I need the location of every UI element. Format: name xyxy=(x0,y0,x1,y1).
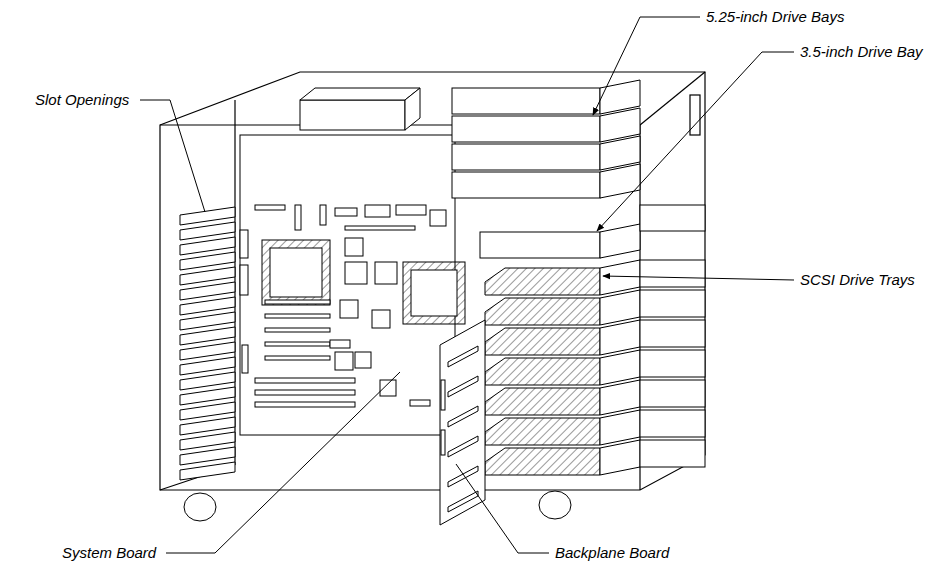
scsi-drive-trays xyxy=(485,260,705,475)
callout-label: Backplane Board xyxy=(555,544,669,562)
drive-bays xyxy=(452,80,705,258)
callout-label: Slot Openings xyxy=(35,91,129,109)
backplane-board xyxy=(440,320,485,525)
cabinet xyxy=(160,72,705,490)
callout-label: 5.25-inch Drive Bays xyxy=(706,8,844,26)
callout-label: System Board xyxy=(62,544,156,562)
power-supply xyxy=(300,88,420,130)
callout-label: 3.5-inch Drive Bay xyxy=(800,43,923,61)
leader-lines xyxy=(140,17,794,553)
system-board xyxy=(240,135,465,435)
slot-openings xyxy=(180,207,235,480)
callout-label: SCSI Drive Trays xyxy=(800,271,915,289)
casters xyxy=(184,491,571,521)
